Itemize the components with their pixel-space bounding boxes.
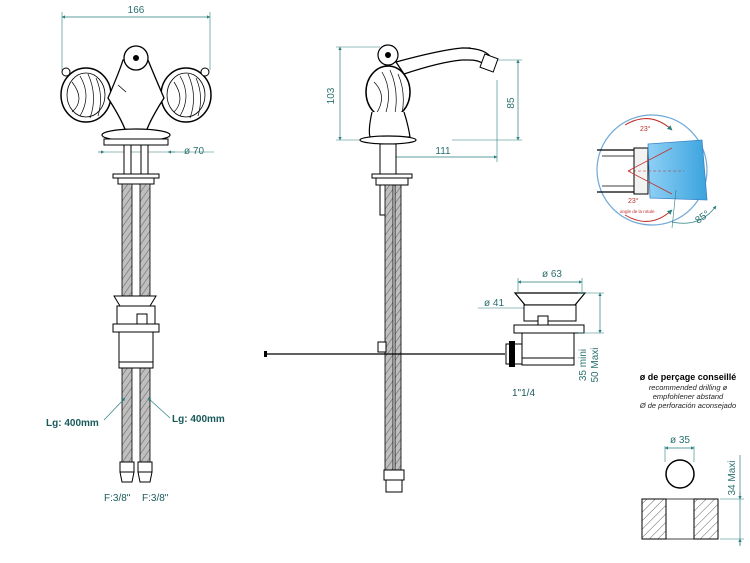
connection-right: F:3/8" [142, 493, 169, 504]
waste-thread-size: 1"1/4 [512, 388, 535, 399]
width-dimension: 166 [128, 5, 145, 16]
waste-inner-diameter: ø 41 [484, 298, 504, 309]
spout-height-dimension: 85 [506, 97, 517, 109]
detail-caption: angle de la rotule [620, 209, 655, 214]
drilling-line-2: empfohlener abstand [653, 392, 724, 401]
reach-dimension: 111 [435, 146, 451, 157]
drilling-title: ø de perçage conseillé [640, 372, 737, 382]
front-view: 166 ø 70 [46, 5, 225, 504]
waste-thickness-min: 35 mini [578, 349, 589, 381]
detail-angle-top: 23° [640, 125, 651, 133]
waste-outer-diameter: ø 63 [542, 269, 562, 280]
swivel-detail: 23° 23° angle de la rotule 85° [596, 114, 717, 229]
height-dimension: 103 [326, 87, 337, 104]
detail-angle-bottom: 23° [628, 197, 639, 205]
side-view: 103 85 111 [264, 44, 522, 493]
connection-left: F:3/8" [104, 493, 131, 504]
waste-assembly: ø 63 ø 41 35 mini 50 Maxi 1"1/4 [478, 269, 604, 399]
drilling-line-1: recommended drilling ø [649, 383, 728, 392]
max-thickness: 34 Maxi [727, 460, 738, 495]
hose-left-length: Lg: 400mm [46, 418, 99, 429]
detail-angle-side: 85° [693, 209, 712, 227]
drilling-note: ø de perçage conseillé recommended drill… [639, 372, 744, 546]
drilling-line-3: Ø de perforación aconsejado [639, 401, 736, 410]
hole-diameter: ø 35 [670, 435, 690, 446]
diameter-dimension: ø 70 [184, 146, 204, 157]
waste-thickness-max: 50 Maxi [590, 347, 601, 382]
hose-right-length: Lg: 400mm [172, 414, 225, 425]
